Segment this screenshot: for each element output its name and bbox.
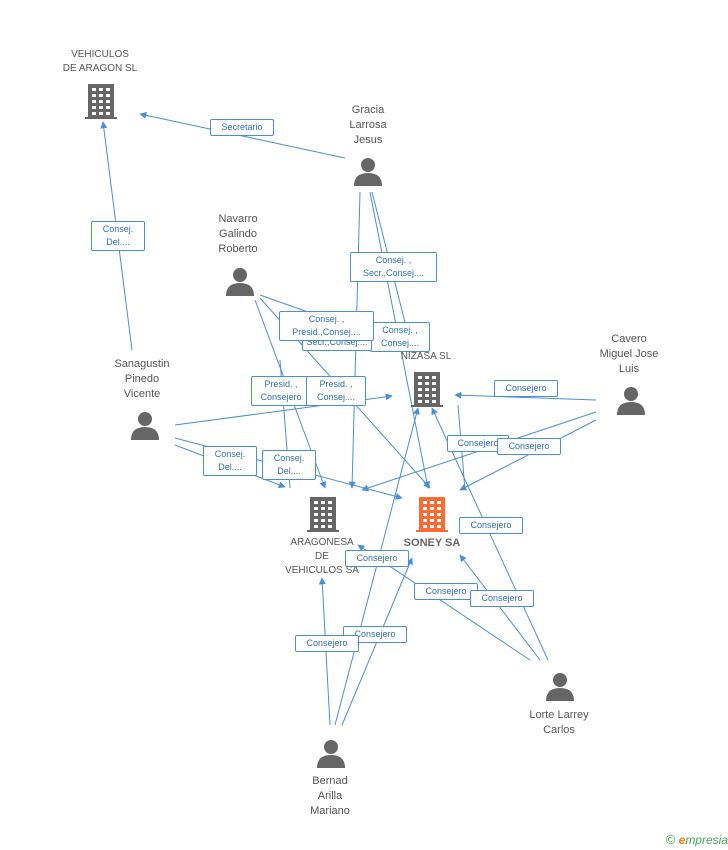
edge-tag-consejero-bernad-2[interactable]: Consejero (295, 635, 359, 652)
edge-tag-consejero-lorte-1[interactable]: Consejero (414, 583, 478, 600)
edge-tag-presid-consejero[interactable]: Presid. , Consejero (251, 376, 311, 406)
edge-tag-consejero-soney[interactable]: Consejero (459, 517, 523, 534)
edge-tag-consej-secr[interactable]: Consej. , Secr.,Consej.... (350, 252, 437, 282)
building-icon-vehiculos-aragon[interactable] (85, 84, 117, 119)
edge-tag-consej-del-3[interactable]: Consej. Del.... (262, 450, 316, 480)
edge-tag-consejero-cavero-2[interactable]: Consejero (447, 435, 509, 452)
node-label-gracia[interactable]: Gracia Larrosa Jesus (349, 104, 387, 146)
edge-tag-consej-del-vehiculos[interactable]: Consej. Del.... (91, 221, 145, 251)
brand-initial: e (678, 833, 686, 847)
node-label-bernad[interactable]: Bernad Arilla Mariano (310, 775, 350, 817)
building-icon-nizasa[interactable] (411, 372, 443, 407)
node-label-sanagustin[interactable]: Sanagustin Pinedo Vicente (114, 358, 170, 400)
edge-tag-consejero-cavero-3[interactable]: Consejero (497, 438, 561, 455)
edge-tag-consej-presid[interactable]: Consej. , Presid.,Consej.... (279, 311, 374, 341)
node-label-navarro[interactable]: Navarro Galindo Roberto (218, 213, 258, 255)
node-icons (85, 84, 645, 768)
edge-tag-consejero-cavero-nizasa[interactable]: Consejero (494, 380, 558, 397)
node-label-soney[interactable]: SONEY SA (403, 537, 461, 549)
node-label-cavero[interactable]: Cavero Miguel Jose Luis (599, 333, 659, 375)
edge-tag-consejero-bernad-1[interactable]: Consejero (343, 626, 407, 643)
brand-watermark: © empresia (666, 832, 728, 847)
person-icon-gracia[interactable] (354, 158, 382, 186)
brand-name: mpresia (685, 833, 728, 847)
edge-tag-consejero-lorte-2[interactable]: Consejero (470, 590, 534, 607)
person-icon-cavero[interactable] (617, 387, 645, 415)
edge-tag-consej-consej[interactable]: Consej. , Consej.... (370, 322, 430, 352)
edge-tag-consej-del-2[interactable]: Consej. Del.... (203, 446, 257, 476)
copyright-symbol: © (665, 832, 676, 847)
edge-line-0 (139, 111, 346, 159)
node-label-vehiculos-aragon[interactable]: VEHICULOS DE ARAGON SL (62, 49, 138, 74)
node-label-aragonesa[interactable]: ARAGONESA DE VEHICULOS SA (285, 537, 359, 576)
person-icon-navarro[interactable] (226, 268, 254, 296)
edge-tag-presid-consej[interactable]: Presid. , Consej.... (306, 376, 366, 406)
edge-tag-secretario[interactable]: Secretario (210, 119, 274, 136)
edge-line-16 (459, 554, 541, 661)
building-icon-soney[interactable] (416, 497, 448, 532)
person-icon-bernad[interactable] (317, 740, 345, 768)
edge-line-11 (454, 391, 597, 401)
person-icon-lorte[interactable] (546, 673, 574, 701)
node-label-lorte[interactable]: Lorte Larrey Carlos (529, 709, 589, 736)
building-icon-aragonesa[interactable] (307, 497, 339, 532)
edge-tag-consejero-aragonesa[interactable]: Consejero (345, 550, 409, 567)
edge-line-13 (459, 419, 597, 491)
node-label-nizasa[interactable]: NIZASA SL (400, 351, 452, 362)
person-icon-sanagustin[interactable] (131, 412, 159, 440)
